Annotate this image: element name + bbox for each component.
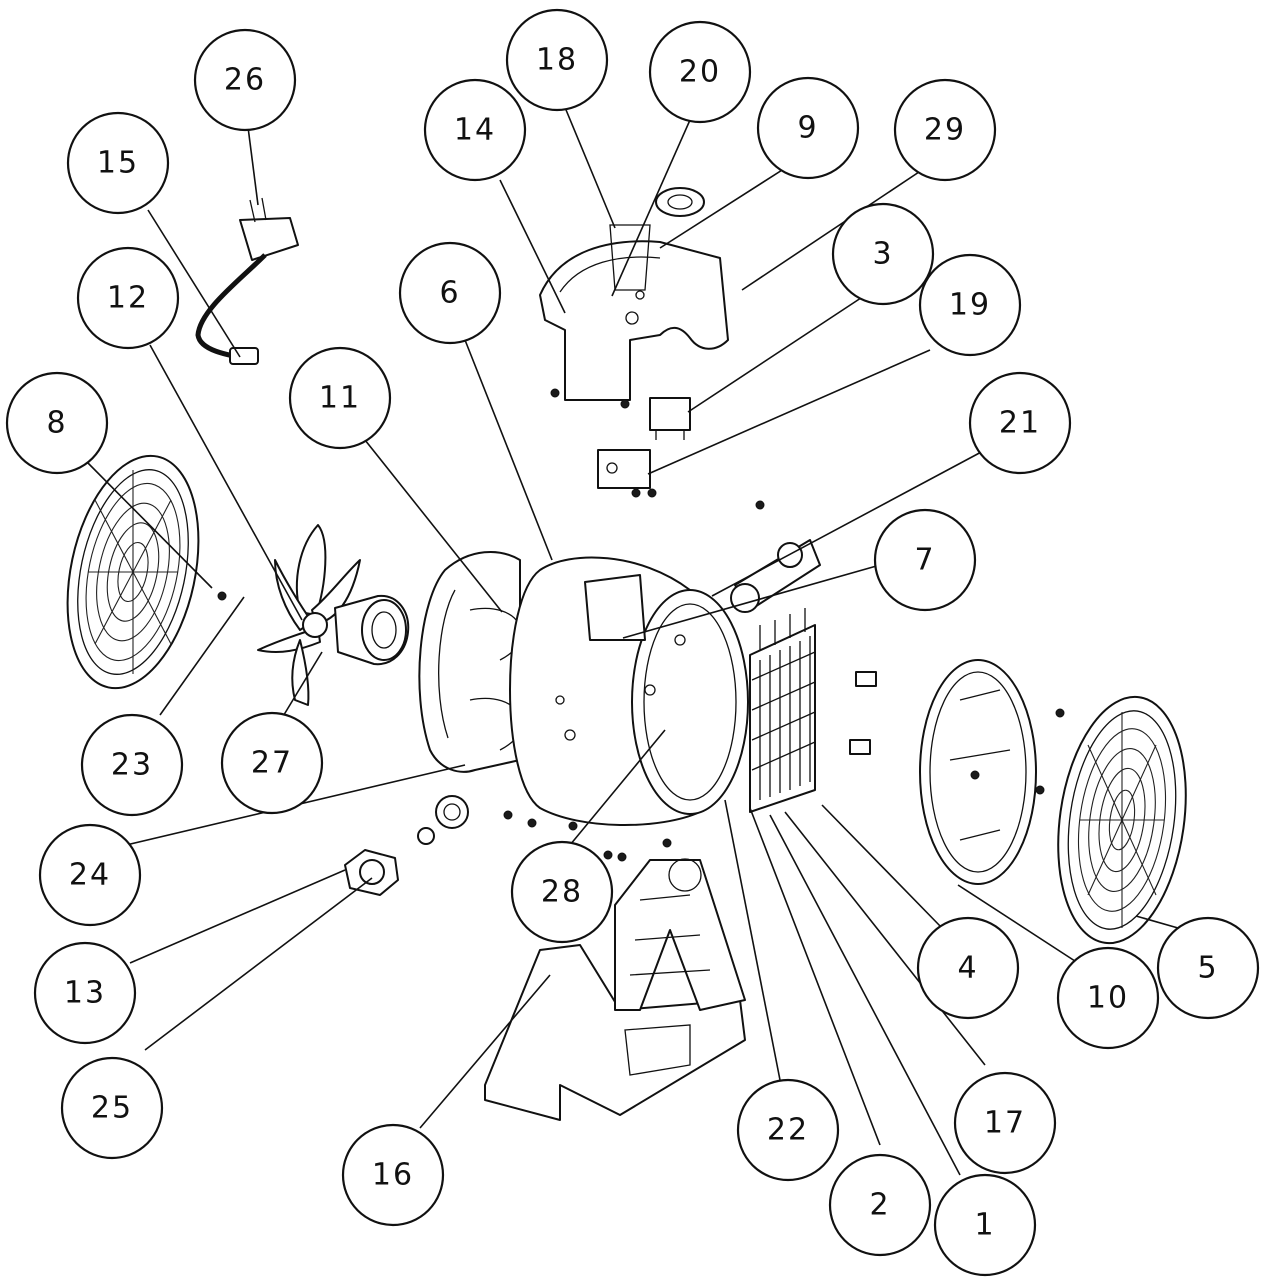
callout-7: 7 [873,508,977,612]
callout-label: 7 [914,543,935,578]
callout-label: 5 [1197,951,1218,986]
callout-label: 18 [536,43,578,78]
fan-motor-part [334,594,410,666]
callout-19: 19 [918,253,1022,357]
callout-label: 16 [372,1158,414,1193]
callout-label: 24 [69,858,111,893]
callout-17: 17 [953,1071,1057,1175]
callout-16: 16 [341,1123,445,1227]
callout-label: 12 [107,281,149,316]
callout-label: 17 [984,1106,1026,1141]
callout-24: 24 [38,823,142,927]
front-grille-part [66,454,200,690]
callout-label: 14 [454,113,496,148]
knob-part [655,187,705,217]
callout-label: 15 [97,146,139,181]
callout-label: 9 [797,111,818,146]
thermostat-part [597,449,651,489]
callout-label: 10 [1087,981,1129,1016]
callout-29: 29 [893,78,997,182]
callout-9: 9 [756,76,860,180]
callout-20: 20 [648,20,752,124]
callout-label: 23 [111,748,153,783]
callout-4: 4 [916,916,1020,1020]
callout-5: 5 [1156,916,1260,1020]
callout-13: 13 [33,941,137,1045]
callout-23: 23 [80,713,184,817]
callout-18: 18 [505,8,609,112]
fan-blade-part [257,524,361,706]
heater-element-part [730,539,821,613]
callout-11: 11 [288,346,392,450]
callout-label: 25 [91,1091,133,1126]
power-cord-part [195,197,299,365]
callout-3: 3 [831,202,935,306]
shroud-ring-part [418,551,522,773]
leader-lines [84,104,1186,1176]
callout-26: 26 [193,28,297,132]
heat-exchanger-part [749,608,816,813]
callout-25: 25 [60,1056,164,1160]
callouts: 26 18 20 14 9 29 15 3 12 6 19 11 8 21 7 … [5,8,1260,1277]
callout-14: 14 [423,78,527,182]
callout-label: 4 [957,951,978,986]
callout-label: 26 [224,63,266,98]
callout-label: 11 [319,381,361,416]
callout-label: 1 [974,1208,995,1243]
callout-28: 28 [510,840,614,944]
rear-grille-part [1057,695,1187,945]
callout-label: 28 [541,875,583,910]
mount-hub-part [344,795,469,896]
callout-label: 8 [46,406,67,441]
callout-15: 15 [66,111,170,215]
callout-27: 27 [220,711,324,815]
callout-label: 22 [767,1113,809,1148]
stand-base-part [484,858,746,1121]
callout-label: 21 [999,406,1041,441]
callout-label: 20 [679,55,721,90]
callout-label: 3 [872,237,893,272]
callout-label: 13 [64,976,106,1011]
switch-part [649,397,691,440]
callout-label: 27 [251,746,293,781]
callout-label: 29 [924,113,966,148]
callout-22: 22 [736,1078,840,1182]
callout-label: 6 [439,276,460,311]
callout-21: 21 [968,371,1072,475]
callout-10: 10 [1056,946,1160,1050]
callout-label: 2 [869,1188,890,1223]
housing-drum-part [509,556,749,826]
callout-6: 6 [398,241,502,345]
callout-8: 8 [5,371,109,475]
callout-2: 2 [828,1153,932,1257]
callout-label: 19 [949,288,991,323]
parts-drawing [66,187,1187,1121]
fasteners [217,388,1065,862]
callout-1: 1 [933,1173,1037,1277]
handle-cover-part [539,224,729,401]
callout-12: 12 [76,246,180,350]
